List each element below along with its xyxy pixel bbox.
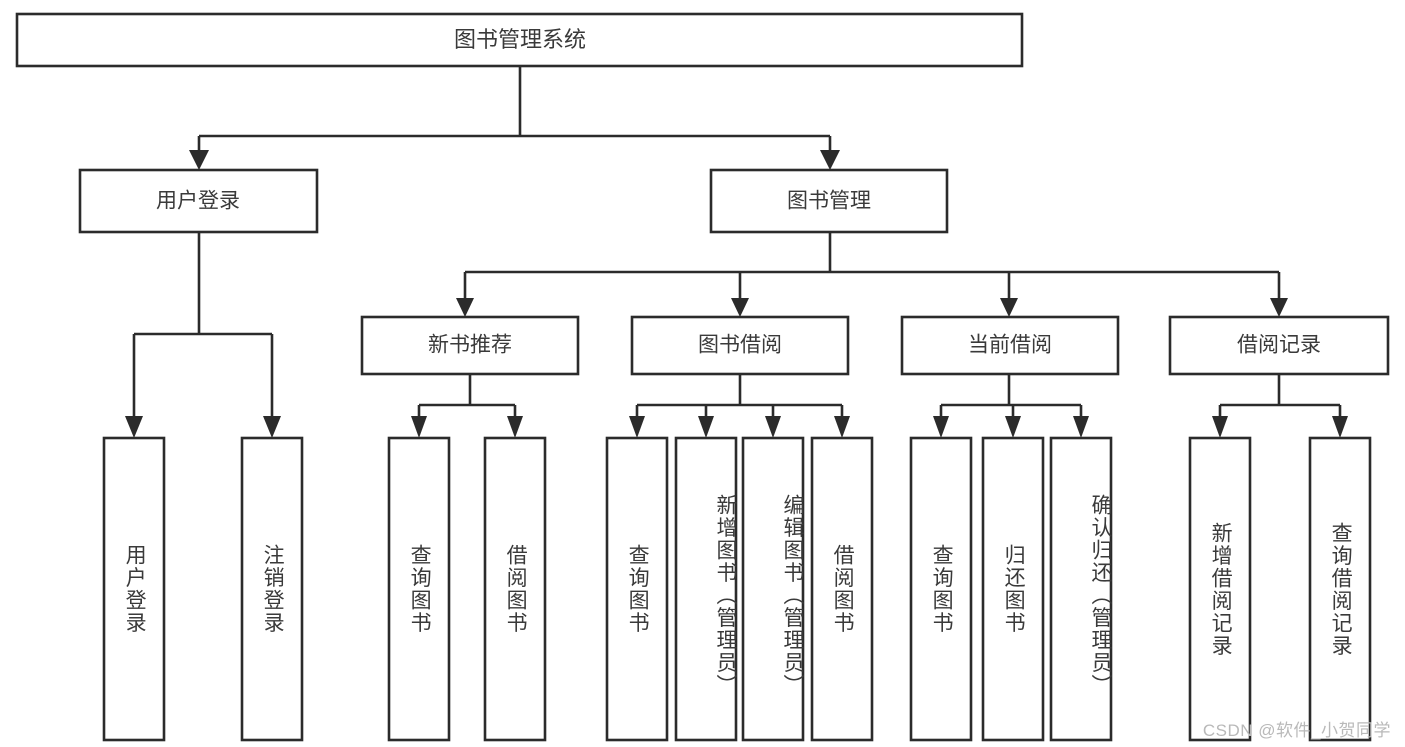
node-new-book-recommend-label: 新书推荐 xyxy=(428,334,512,357)
arrow-to-leaf-query-book-cur xyxy=(933,416,949,438)
arrow-to-new-book-rec xyxy=(456,298,474,317)
leaf-box-query-book-cur[interactable] xyxy=(909,436,973,742)
arrow-to-leaf-edit-book xyxy=(765,416,781,438)
leaf-box-query-book-rec[interactable] xyxy=(387,436,451,742)
arrow-to-leaf-borrow-book xyxy=(834,416,850,438)
leaf-box-user-login[interactable] xyxy=(102,436,166,742)
leaf-box-borrow-book[interactable] xyxy=(810,436,874,742)
node-borrow-record-label: 借阅记录 xyxy=(1237,334,1321,357)
leaf-box-add-book[interactable] xyxy=(674,436,738,742)
leaf-box-return-book[interactable] xyxy=(981,436,1045,742)
nodes-group: 图书管理系统 用户登录 图书管理 新书推荐 图书借阅 当前借阅 xyxy=(15,12,1390,376)
node-user-login-label: 用户登录 xyxy=(156,190,240,213)
node-user-login[interactable]: 用户登录 xyxy=(78,168,319,234)
node-book-borrow[interactable]: 图书借阅 xyxy=(630,315,850,376)
arrow-to-leaf-add-record xyxy=(1212,416,1228,438)
arrow-to-book-manage xyxy=(820,150,840,170)
node-new-book-recommend[interactable]: 新书推荐 xyxy=(360,315,580,376)
arrow-to-leaf-confirm-return xyxy=(1073,416,1089,438)
node-current-borrow-label: 当前借阅 xyxy=(968,334,1052,357)
node-book-manage[interactable]: 图书管理 xyxy=(709,168,949,234)
leaf-boxes-group xyxy=(102,436,1372,742)
arrow-to-current-borrow xyxy=(1000,298,1018,317)
arrow-to-user-login xyxy=(189,150,209,170)
arrow-to-leaf-add-book xyxy=(698,416,714,438)
leaf-box-logout[interactable] xyxy=(240,436,304,742)
arrow-to-book-borrow xyxy=(731,298,749,317)
node-current-borrow[interactable]: 当前借阅 xyxy=(900,315,1120,376)
csdn-watermark: CSDN @软件_小贺同学 xyxy=(1202,721,1391,740)
node-root-label: 图书管理系统 xyxy=(454,27,586,52)
arrow-to-leaf-query-book-borrow xyxy=(629,416,645,438)
node-book-manage-label: 图书管理 xyxy=(787,190,871,213)
arrow-to-leaf-logout xyxy=(263,416,281,438)
arrow-to-leaf-return-book xyxy=(1005,416,1021,438)
leaf-box-edit-book[interactable] xyxy=(741,436,805,742)
node-root[interactable]: 图书管理系统 xyxy=(15,12,1024,68)
arrow-to-leaf-query-record xyxy=(1332,416,1348,438)
leaf-box-confirm-return[interactable] xyxy=(1049,436,1113,742)
arrow-to-leaf-user-login xyxy=(125,416,143,438)
arrow-to-borrow-record xyxy=(1270,298,1288,317)
leaf-box-query-record[interactable] xyxy=(1308,436,1372,742)
leaf-box-add-record[interactable] xyxy=(1188,436,1252,742)
node-book-borrow-label: 图书借阅 xyxy=(698,334,782,357)
arrow-to-leaf-query-book-rec xyxy=(411,416,427,438)
arrow-to-leaf-borrow-book-rec xyxy=(507,416,523,438)
node-borrow-record[interactable]: 借阅记录 xyxy=(1168,315,1390,376)
leaf-box-query-book-borrow[interactable] xyxy=(605,436,669,742)
arrowheads-group xyxy=(125,150,1348,438)
leaf-box-borrow-book-rec[interactable] xyxy=(483,436,547,742)
